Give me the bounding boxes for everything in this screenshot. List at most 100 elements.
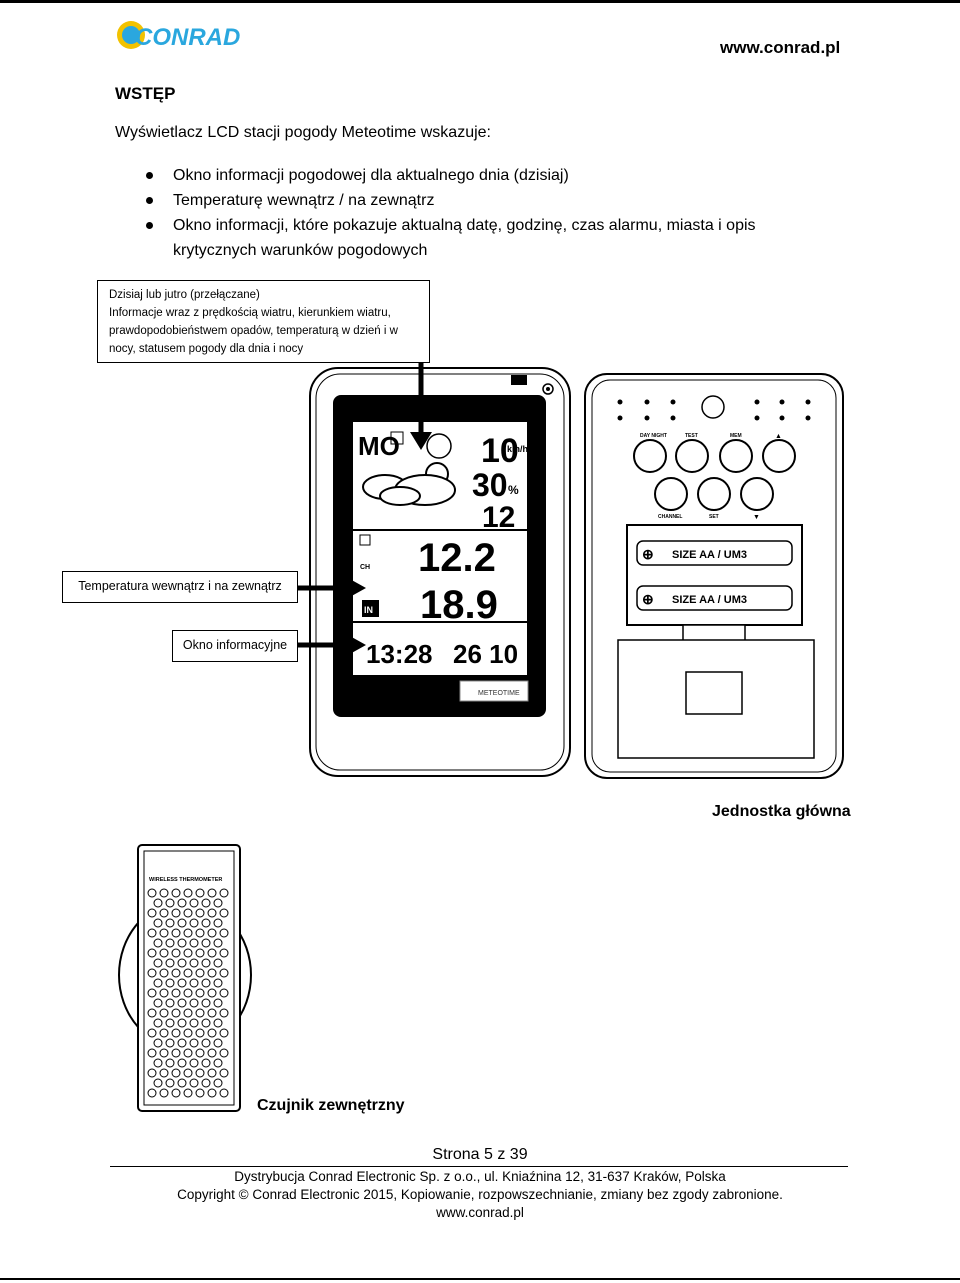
vent-hole <box>171 1008 181 1018</box>
vent-hole <box>159 968 169 978</box>
svg-text:⊕: ⊕ <box>642 546 654 562</box>
callout-weather-title: Dzisiaj lub jutro (przełączane) <box>109 289 260 301</box>
page-total: 39 <box>509 1146 528 1163</box>
vent-hole <box>189 958 199 968</box>
vent-hole <box>171 908 181 918</box>
brand-label: METEOTIME <box>478 690 520 697</box>
mem-button[interactable] <box>719 439 753 473</box>
up-label: ▲ <box>775 433 782 440</box>
lcd-in-label: IN <box>364 605 373 615</box>
set-label: SET <box>709 514 719 520</box>
vent-hole <box>219 948 229 958</box>
vent-hole <box>183 928 193 938</box>
vent-hole <box>159 1008 169 1018</box>
vent-hole <box>207 1088 217 1098</box>
vent-hole <box>213 918 223 928</box>
vent-hole <box>183 1088 193 1098</box>
down-label: ▼ <box>753 514 760 521</box>
set-button[interactable] <box>697 477 731 511</box>
vent-hole <box>171 1028 181 1038</box>
vent-hole <box>201 958 211 968</box>
vent-hole <box>153 1078 163 1088</box>
callout-weather-body: Informacje wraz z prędkością wiatru, kie… <box>109 307 398 355</box>
vent-hole <box>147 1008 157 1018</box>
lcd-day: MO <box>358 431 400 461</box>
vent-hole <box>195 908 205 918</box>
vent-hole <box>183 1028 193 1038</box>
vent-hole <box>207 888 217 898</box>
cloud-sun-icon <box>362 462 456 506</box>
vent-hole <box>177 1038 187 1048</box>
day-night-button[interactable] <box>633 439 667 473</box>
vent-hole <box>153 898 163 908</box>
vent-hole <box>153 1058 163 1068</box>
vent-hole <box>177 938 187 948</box>
vent-hole <box>153 1018 163 1028</box>
vent-hole <box>213 1018 223 1028</box>
caption-main-unit: Jednostka główna <box>712 803 851 820</box>
up-button[interactable] <box>762 439 796 473</box>
vent-hole <box>171 1088 181 1098</box>
vent-hole <box>147 928 157 938</box>
vent-hole <box>147 908 157 918</box>
vent-hole <box>165 1078 175 1088</box>
vent-hole <box>165 1058 175 1068</box>
vent-hole <box>195 1088 205 1098</box>
vent-hole <box>219 1028 229 1038</box>
vent-hole <box>201 918 211 928</box>
vent-hole <box>195 888 205 898</box>
vent-hole <box>213 978 223 988</box>
lcd-precip-unit: % <box>508 483 519 497</box>
vent-hole <box>159 928 169 938</box>
vent-hole <box>147 968 157 978</box>
vent-hole <box>177 1078 187 1088</box>
mem-label: MEM <box>730 433 742 439</box>
top-border <box>0 0 960 3</box>
vent-hole <box>165 918 175 928</box>
vent-hole <box>165 1038 175 1048</box>
down-button[interactable] <box>740 477 774 511</box>
vent-hole <box>219 888 229 898</box>
footer-url[interactable]: www.conrad.pl <box>436 1205 524 1220</box>
vent-hole <box>195 928 205 938</box>
vent-hole <box>189 978 199 988</box>
vent-hole <box>171 888 181 898</box>
lcd-date: 26 10 <box>453 639 518 669</box>
vent-hole <box>189 898 199 908</box>
hanging-hole-icon <box>701 395 725 419</box>
vent-hole <box>201 898 211 908</box>
vent-hole <box>219 1088 229 1098</box>
callout-info-window: Okno informacyjne <box>172 630 298 662</box>
vent-hole <box>165 938 175 948</box>
vent-hole <box>189 1018 199 1028</box>
vent-hole <box>219 1048 229 1058</box>
vent-hole <box>147 988 157 998</box>
vent-hole <box>159 1068 169 1078</box>
vent-hole <box>201 998 211 1008</box>
vent-hole <box>213 958 223 968</box>
battery-1 <box>636 540 793 566</box>
vent-hole <box>207 1028 217 1038</box>
vent-hole <box>177 998 187 1008</box>
vent-hole <box>183 1008 193 1018</box>
vent-hole <box>159 1028 169 1038</box>
lcd-time: 13:28 <box>366 639 433 669</box>
vent-hole <box>207 1048 217 1058</box>
vent-hole <box>177 918 187 928</box>
vent-hole <box>219 1068 229 1078</box>
footer-address: Dystrybucja Conrad Electronic Sp. z o.o.… <box>234 1169 726 1184</box>
vent-hole <box>147 1068 157 1078</box>
vent-hole <box>147 1048 157 1058</box>
test-button[interactable] <box>675 439 709 473</box>
sensor-vent-grid <box>147 888 229 1098</box>
site-url[interactable]: www.conrad.pl <box>720 38 841 57</box>
vent-hole <box>201 978 211 988</box>
vent-hole <box>207 948 217 958</box>
vent-hole <box>219 968 229 978</box>
vent-hole <box>147 1088 157 1098</box>
vent-hole <box>171 968 181 978</box>
caption-sensor: Czujnik zewnętrzny <box>257 1097 405 1114</box>
vent-hole <box>195 1068 205 1078</box>
channel-button[interactable] <box>654 477 688 511</box>
vent-hole <box>189 998 199 1008</box>
